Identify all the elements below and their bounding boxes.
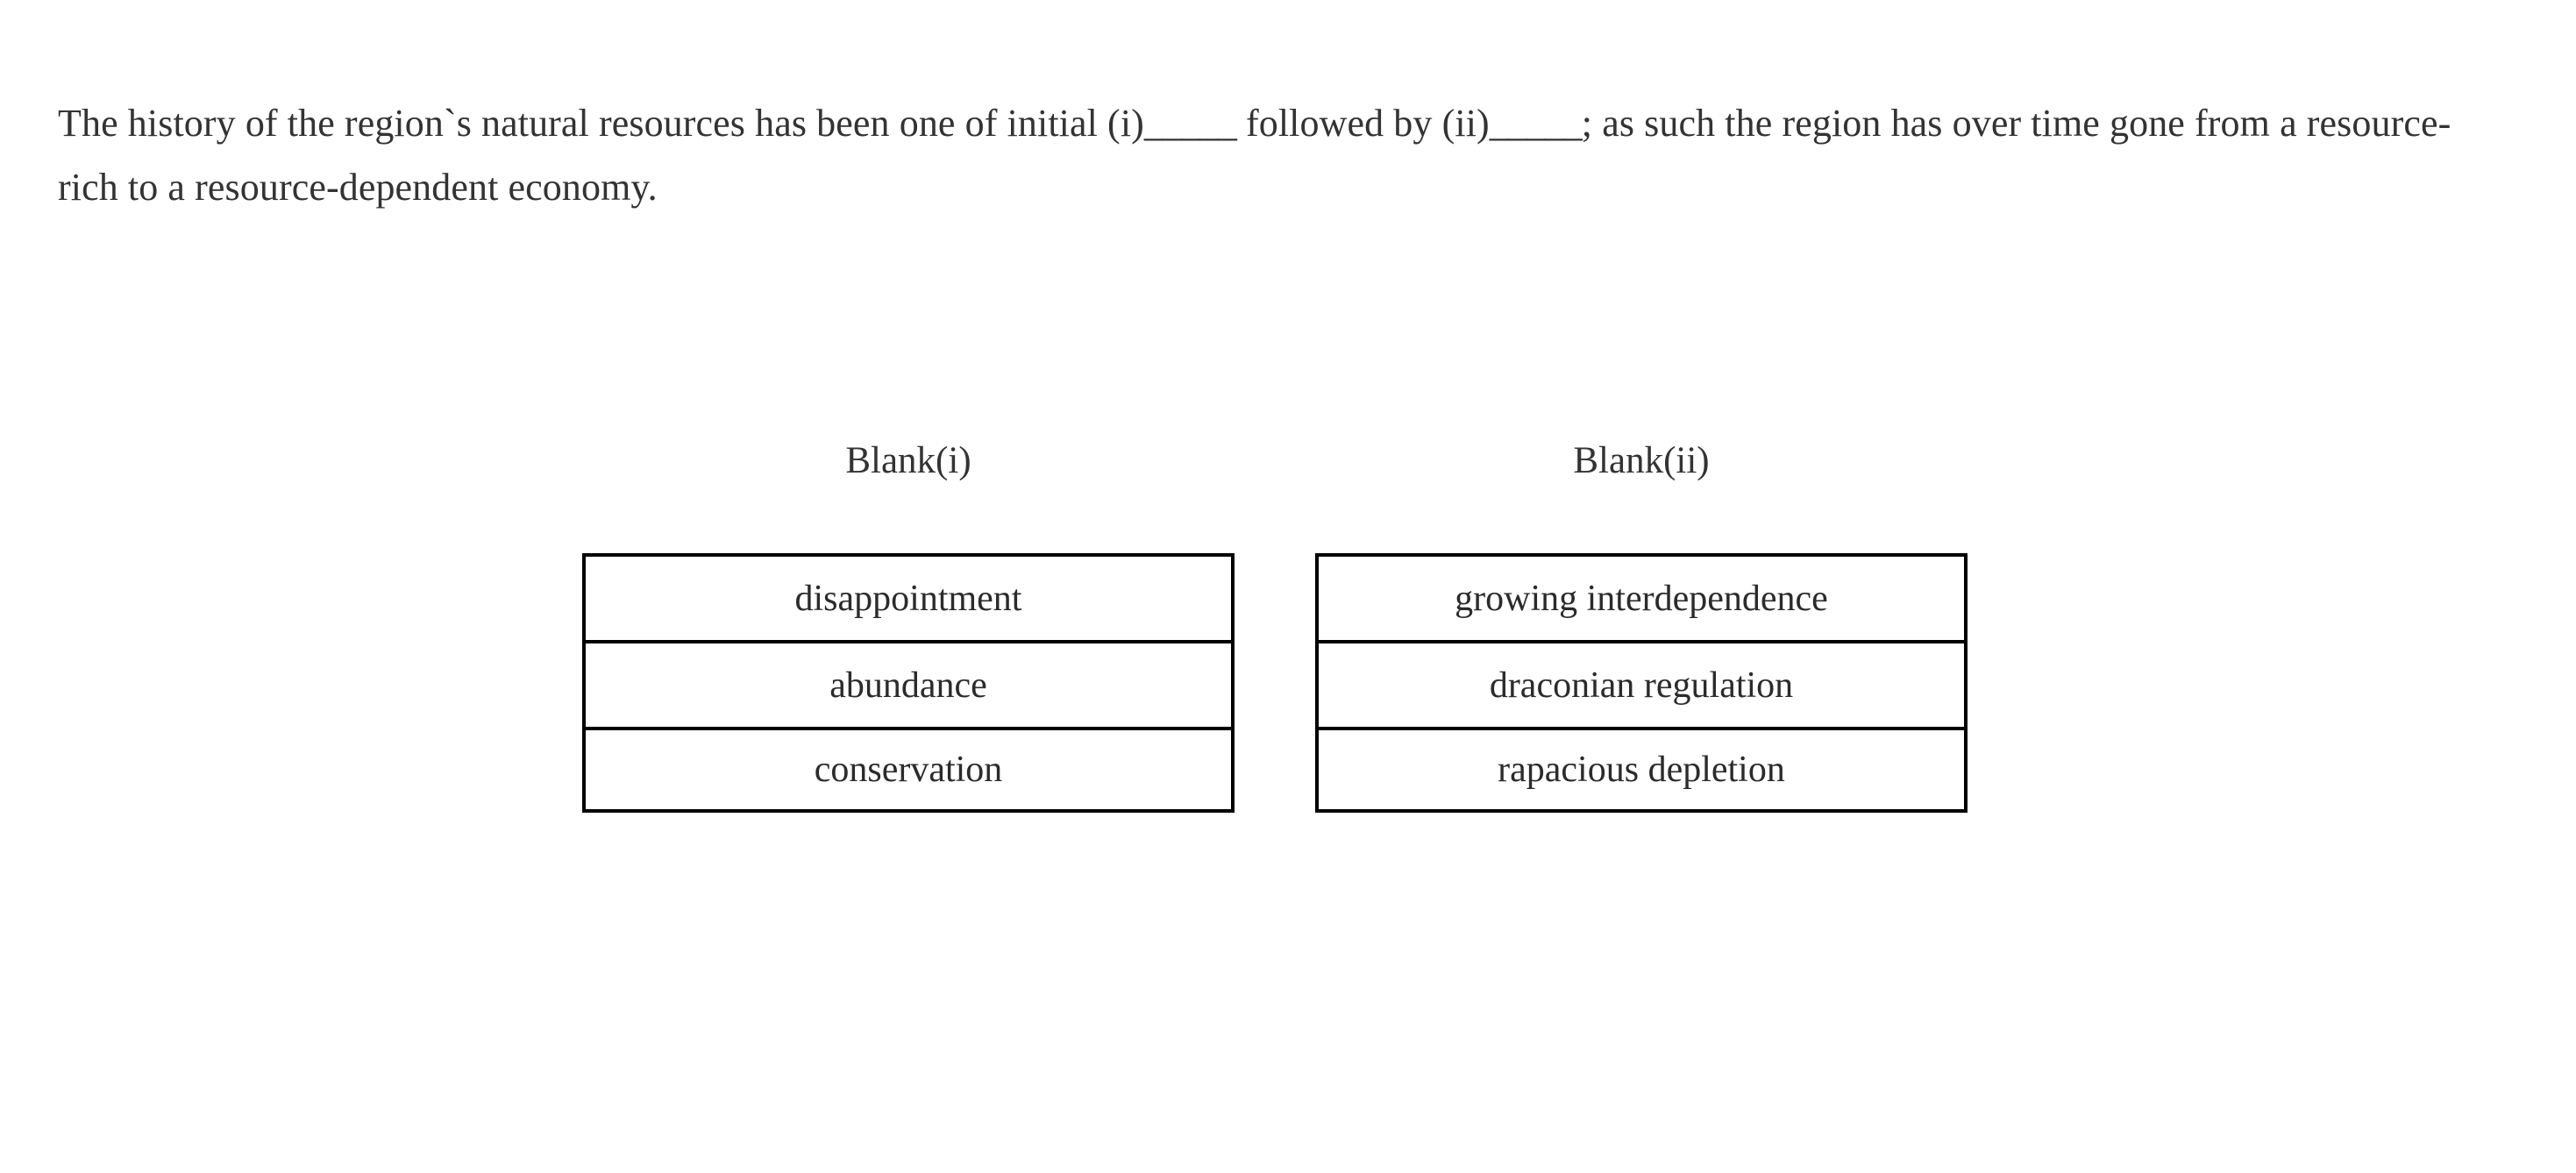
question-stem-segment-3: ; as such the region has over time gone … (58, 102, 2451, 209)
option-label: rapacious depletion (1498, 750, 1785, 790)
blank-ii-heading: Blank(ii) (1573, 440, 1710, 481)
blank-column-ii: Blank(ii) growing interdependence dracon… (1315, 440, 1968, 813)
option-label: disappointment (794, 578, 1022, 619)
question-stem-segment-2: followed by (ii) (1235, 102, 1490, 145)
blank-i-heading: Blank(i) (845, 440, 971, 481)
option-label: growing interdependence (1455, 578, 1828, 619)
option-label: conservation (814, 750, 1003, 790)
blank-i-options-box: disappointment abundance conservation (582, 553, 1235, 813)
question-stem: The history of the region`s natural reso… (58, 91, 2478, 219)
option-row[interactable]: growing interdependence (1319, 557, 1964, 643)
blank-column-i: Blank(i) disappointment abundance conser… (582, 440, 1235, 813)
question-blank-ii-rule: _____ (1489, 102, 1583, 145)
option-row[interactable]: disappointment (586, 557, 1231, 643)
blank-ii-options-box: growing interdependence draconian regula… (1315, 553, 1968, 813)
option-row[interactable]: rapacious depletion (1319, 730, 1964, 809)
option-row[interactable]: draconian regulation (1319, 643, 1964, 730)
option-label: draconian regulation (1489, 665, 1794, 706)
option-row[interactable]: abundance (586, 643, 1231, 730)
question-stem-segment-1: The history of the region`s natural reso… (58, 102, 1144, 145)
option-label: abundance (829, 665, 987, 706)
question-blank-i-rule: _____ (1143, 102, 1237, 145)
option-row[interactable]: conservation (586, 730, 1231, 809)
